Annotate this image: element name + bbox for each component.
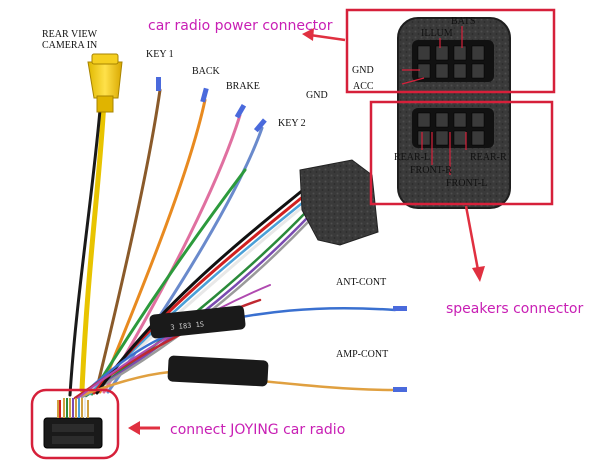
label-rear-view-camera-line2: CAMERA IN <box>42 40 97 51</box>
power-callout-arrow <box>309 33 346 42</box>
pin-label-bats: BATS <box>451 16 475 27</box>
label-rear-view-camera-line1: REAR VIEW <box>42 29 98 40</box>
callout-radio: connect JOYING car radio <box>170 422 345 438</box>
power-speaker-connector <box>397 17 511 209</box>
label-gnd-top: GND <box>306 90 328 101</box>
svg-text:3 I83 1S: 3 I83 1S <box>170 320 204 331</box>
ant-inline-sleeve: 3 I83 1S <box>149 305 246 339</box>
speakers-callout-arrow <box>464 205 480 271</box>
wire-tips <box>156 77 407 392</box>
pin-label-rear-r: REAR-R <box>470 152 507 163</box>
arrows <box>128 28 485 435</box>
pin-label-front-r: FRONT-R <box>410 165 452 176</box>
callout-speakers-connector: speakers connector <box>446 301 583 317</box>
pin-label-front-l: FRONT-L <box>446 178 487 189</box>
pin-label-acc: ACC <box>353 81 374 92</box>
label-ant-cont: ANT-CONT <box>336 277 386 288</box>
pin-label-rear-l: REAR-L <box>394 152 430 163</box>
callout-power-connector: car radio power connector <box>148 18 333 34</box>
wire-bundle <box>68 88 397 400</box>
power-connector-highlight <box>345 8 556 94</box>
pin-label-gnd: GND <box>352 65 374 76</box>
foam-sleeve <box>299 159 379 246</box>
label-key1: KEY 1 <box>146 49 174 60</box>
amp-inline-sleeve <box>167 355 269 387</box>
label-amp-cont: AMP-CONT <box>336 349 388 360</box>
camera-rca-connector <box>87 53 123 113</box>
label-brake: BRAKE <box>226 81 260 92</box>
pin-label-illum: ILLUM <box>421 28 453 39</box>
label-key2: KEY 2 <box>278 118 306 129</box>
speakers-connector-highlight <box>369 100 554 206</box>
label-back: BACK <box>192 66 221 77</box>
radio-connector <box>43 398 103 449</box>
radio-connector-highlight <box>30 388 120 460</box>
